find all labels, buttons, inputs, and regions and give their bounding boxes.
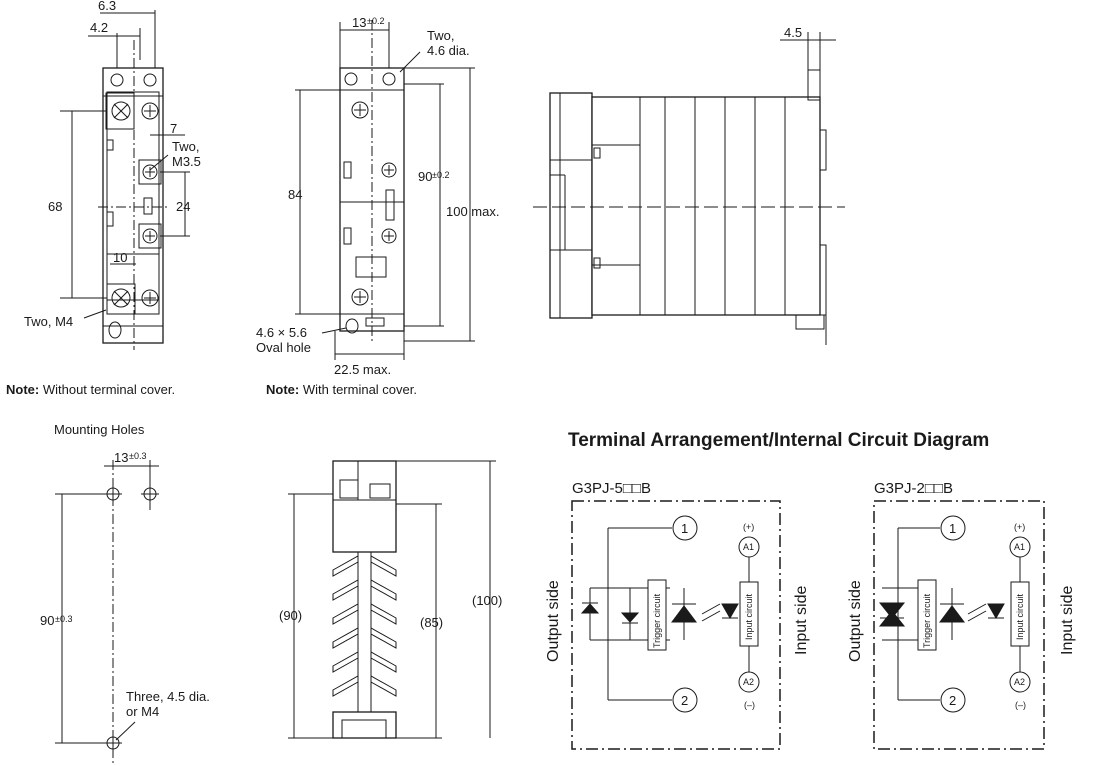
output-side-left: Output side <box>545 580 562 662</box>
model-left: G3PJ-5□□B <box>572 480 651 497</box>
t1-left-label: 1 <box>681 521 688 536</box>
label-two-dia-b: 4.6 dia. <box>427 43 470 58</box>
input-circuit-left: Input circuit <box>744 593 754 640</box>
a2-right-label: A2 <box>1014 677 1025 687</box>
circuit-diagram-right <box>873 500 1045 750</box>
label-oval-b: Oval hole <box>256 340 311 355</box>
heatsink-view <box>288 460 496 739</box>
dim-90: 90 <box>418 169 432 184</box>
front-view-without-cover <box>60 10 190 350</box>
terminal-2-right <box>940 687 966 713</box>
minus-left: (–) <box>744 700 755 710</box>
dim-24: 24 <box>176 199 190 214</box>
terminal-a2-right <box>1009 671 1031 693</box>
label-three-b: or M4 <box>126 704 159 719</box>
dim-22-5-max: 22.5 max. <box>334 362 391 377</box>
dim-10: 10 <box>113 250 127 265</box>
dim-7: 7 <box>170 121 177 136</box>
mounting-holes-title: Mounting Holes <box>54 422 145 437</box>
tol-03-b: ±0.3 <box>55 614 72 624</box>
dim-90-mh: 90 <box>40 613 54 628</box>
label-two-m4: Two, M4 <box>24 314 73 329</box>
mounting-holes-view <box>55 460 159 766</box>
label-two-m35-b: M3.5 <box>172 154 201 169</box>
terminal-1-left <box>672 515 698 541</box>
side-view <box>533 32 845 345</box>
label-two-dia-a: Two, <box>427 28 454 43</box>
dim-13: 13 <box>352 15 366 30</box>
terminal-a1-left <box>738 536 760 558</box>
circuit-title: Terminal Arrangement/Internal Circuit Di… <box>568 430 989 451</box>
terminal-a2-left <box>738 671 760 693</box>
input-side-right: Input side <box>1059 586 1076 655</box>
a1-left-label: A1 <box>743 542 754 552</box>
tol-03-a: ±0.3 <box>129 451 146 461</box>
dim-84: 84 <box>288 187 302 202</box>
trigger-left: Trigger circuit <box>652 593 662 648</box>
terminal-2-left <box>672 687 698 713</box>
circuit-diagram-left <box>571 500 781 750</box>
dim-4-5: 4.5 <box>784 25 802 40</box>
label-two-m35-a: Two, <box>172 139 199 154</box>
t2-right-label: 2 <box>949 693 956 708</box>
tol-02-a: ±0.2 <box>367 16 384 26</box>
minus-right: (–) <box>1015 700 1026 710</box>
dim-p100: (100) <box>472 593 502 608</box>
note-with-cover: Note: With terminal cover. <box>266 382 417 397</box>
label-three-a: Three, 4.5 dia. <box>126 689 210 704</box>
tol-02-b: ±0.2 <box>432 170 449 180</box>
dim-4-2: 4.2 <box>90 20 108 35</box>
dim-13-mh: 13 <box>114 450 128 465</box>
terminal-a1-right <box>1009 536 1031 558</box>
label-oval-a: 4.6 × 5.6 <box>256 325 307 340</box>
input-circuit-right: Input circuit <box>1015 593 1025 640</box>
plus-right: (+) <box>1014 522 1025 532</box>
dim-100-max: 100 max. <box>446 204 499 219</box>
output-side-right: Output side <box>847 580 864 662</box>
a1-right-label: A1 <box>1014 542 1025 552</box>
terminal-1-right <box>940 515 966 541</box>
a2-left-label: A2 <box>743 677 754 687</box>
dim-68: 68 <box>48 199 62 214</box>
front-view-with-cover <box>295 20 475 360</box>
input-side-left: Input side <box>793 586 810 655</box>
plus-left: (+) <box>743 522 754 532</box>
trigger-right: Trigger circuit <box>922 593 932 648</box>
t2-left-label: 2 <box>681 693 688 708</box>
model-right: G3PJ-2□□B <box>874 480 953 497</box>
dim-6-3: 6.3 <box>98 0 116 13</box>
dim-p90: (90) <box>279 608 302 623</box>
dim-p85: (85) <box>420 615 443 630</box>
t1-right-label: 1 <box>949 521 956 536</box>
note-without-cover: Note: Without terminal cover. <box>6 382 175 397</box>
